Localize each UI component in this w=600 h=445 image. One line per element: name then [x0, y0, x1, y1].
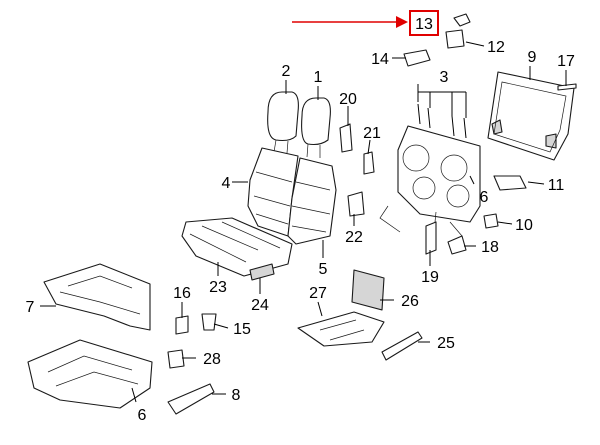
callout-25: 25 — [437, 335, 455, 352]
clip-17 — [557, 83, 577, 91]
leader-lines — [40, 41, 567, 403]
callout-9: 9 — [528, 49, 537, 66]
callout-22: 22 — [345, 229, 363, 246]
clip-12 — [445, 29, 465, 49]
track-6 — [27, 339, 153, 409]
callout-5: 5 — [319, 261, 328, 278]
cover-19 — [425, 221, 437, 255]
frame-7 — [43, 263, 151, 331]
callout-3: 3 — [440, 69, 449, 86]
headrest-2 — [267, 91, 299, 154]
callout-11: 11 — [548, 177, 565, 194]
cover-24 — [249, 263, 275, 281]
callout-15: 15 — [233, 321, 251, 338]
callout-6-seat-frame: 6 — [480, 189, 489, 206]
bracket-15 — [201, 313, 217, 331]
bracket-8 — [167, 383, 215, 415]
trim-25 — [381, 331, 423, 361]
pad-11 — [493, 175, 527, 191]
screws-3 — [417, 103, 467, 139]
bracket-28 — [167, 349, 185, 369]
callout-23: 23 — [209, 279, 227, 296]
callout-16: 16 — [173, 285, 191, 302]
callout-28: 28 — [203, 351, 221, 368]
headrest-1 — [301, 97, 331, 158]
board-27 — [297, 311, 385, 347]
panel-26 — [351, 269, 385, 311]
callout-7: 7 — [26, 299, 35, 316]
clip-14 — [403, 49, 431, 67]
callout-labels: 1 2 3 4 5 6 6 7 8 9 10 11 12 13 14 15 16… — [26, 16, 575, 424]
callout-21: 21 — [363, 125, 381, 142]
callout-13: 13 — [415, 16, 433, 33]
cover-10 — [483, 213, 499, 229]
bracket-16 — [175, 315, 189, 335]
callout-1: 1 — [314, 69, 323, 86]
callout-12: 12 — [487, 39, 505, 56]
callout-18: 18 — [481, 239, 499, 256]
callout-17: 17 — [557, 53, 575, 70]
latch-21 — [363, 151, 375, 175]
callout-2: 2 — [282, 63, 291, 80]
callout-19: 19 — [421, 269, 439, 286]
callout-10: 10 — [515, 217, 533, 234]
cover-18 — [447, 235, 467, 255]
highlight-marker — [292, 10, 439, 36]
seat-back-4 — [247, 147, 299, 237]
callout-8: 8 — [232, 387, 241, 404]
callout-24: 24 — [251, 297, 269, 314]
callout-14: 14 — [371, 51, 389, 68]
bracket-13 — [453, 13, 471, 27]
callout-4: 4 — [222, 175, 231, 192]
hinge-22 — [347, 191, 365, 217]
callout-26: 26 — [401, 293, 419, 310]
callout-6-track: 6 — [138, 407, 147, 424]
callout-20: 20 — [339, 91, 357, 108]
guide-20 — [339, 123, 353, 153]
callout-27: 27 — [309, 285, 327, 302]
seat-back-5 — [287, 157, 337, 245]
seat-frame-3 — [379, 125, 481, 237]
